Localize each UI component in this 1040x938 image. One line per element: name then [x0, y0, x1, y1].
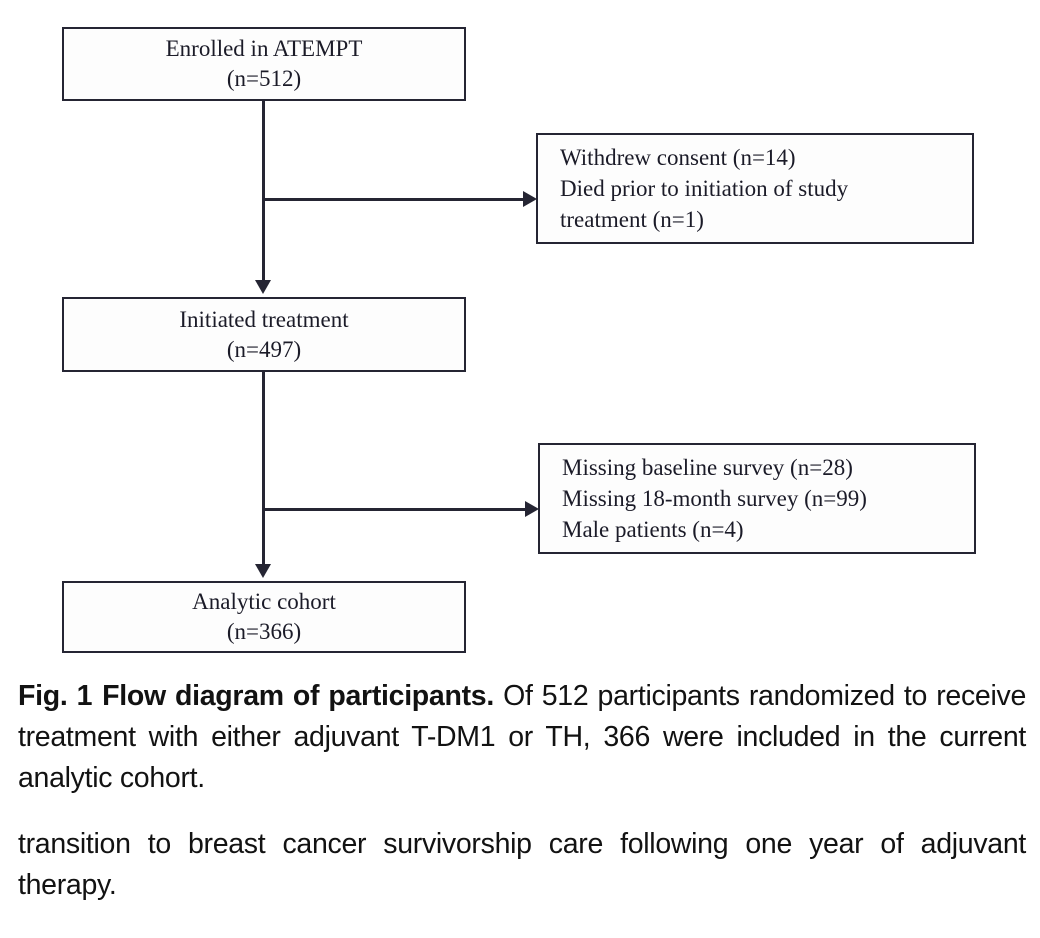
arrowhead-down-icon — [255, 280, 271, 294]
body-paragraph: transition to breast cancer survivorship… — [18, 824, 1026, 906]
connector-enrolled-trunk — [262, 101, 265, 287]
flow-node-analytic: Analytic cohort (n=366) — [62, 581, 466, 653]
flow-node-withdrew-line-3: treatment (n=1) — [560, 207, 704, 232]
flow-node-analytic-line-2: (n=366) — [226, 619, 302, 644]
flow-node-analytic-line-1: Analytic cohort — [192, 589, 336, 614]
flow-node-missing-line-1: Missing baseline survey (n=28) — [562, 455, 853, 480]
flow-diagram: Enrolled in ATEMPT (n=512) Withdrew cons… — [62, 27, 976, 653]
flow-node-missing: Missing baseline survey (n=28) Missing 1… — [538, 443, 976, 554]
flow-node-initiated-line-1: Initiated treatment — [179, 306, 349, 332]
connector-initiated-to-missing — [262, 508, 530, 511]
body-paragraph-text: transition to breast cancer survivorship… — [18, 828, 1026, 901]
flow-node-enrolled-line-2: (n=512) — [226, 66, 302, 91]
flow-node-enrolled: Enrolled in ATEMPT (n=512) — [62, 27, 466, 101]
arrowhead-down-icon — [255, 564, 271, 578]
figure-caption: Fig. 1 Flow diagram of participants. Of 5… — [18, 676, 1026, 799]
figure-label: Fig. 1 — [18, 680, 93, 712]
arrowhead-right-icon — [525, 501, 539, 517]
figure-title: Flow diagram of participants. — [102, 680, 494, 712]
flow-node-missing-line-2: Missing 18-month survey (n=99) — [562, 486, 867, 511]
flow-node-withdrew-line-2: Died prior to initiation of study — [560, 176, 849, 201]
flow-node-withdrew: Withdrew consent (n=14) Died prior to in… — [536, 133, 974, 244]
connector-enrolled-to-withdrew — [262, 198, 528, 201]
flow-node-enrolled-line-1: Enrolled in ATEMPT — [165, 36, 363, 61]
arrowhead-right-icon — [523, 191, 537, 207]
connector-initiated-trunk — [262, 372, 265, 571]
flow-node-initiated: Initiated treatment (n=497) — [62, 297, 466, 372]
flow-node-initiated-line-2: (n=497) — [226, 336, 302, 362]
flow-node-missing-line-3: Male patients (n=4) — [562, 517, 744, 542]
figure-description: Of 512 participants randomized to receiv… — [18, 680, 1027, 794]
flow-node-withdrew-line-1: Withdrew consent (n=14) — [560, 145, 796, 170]
